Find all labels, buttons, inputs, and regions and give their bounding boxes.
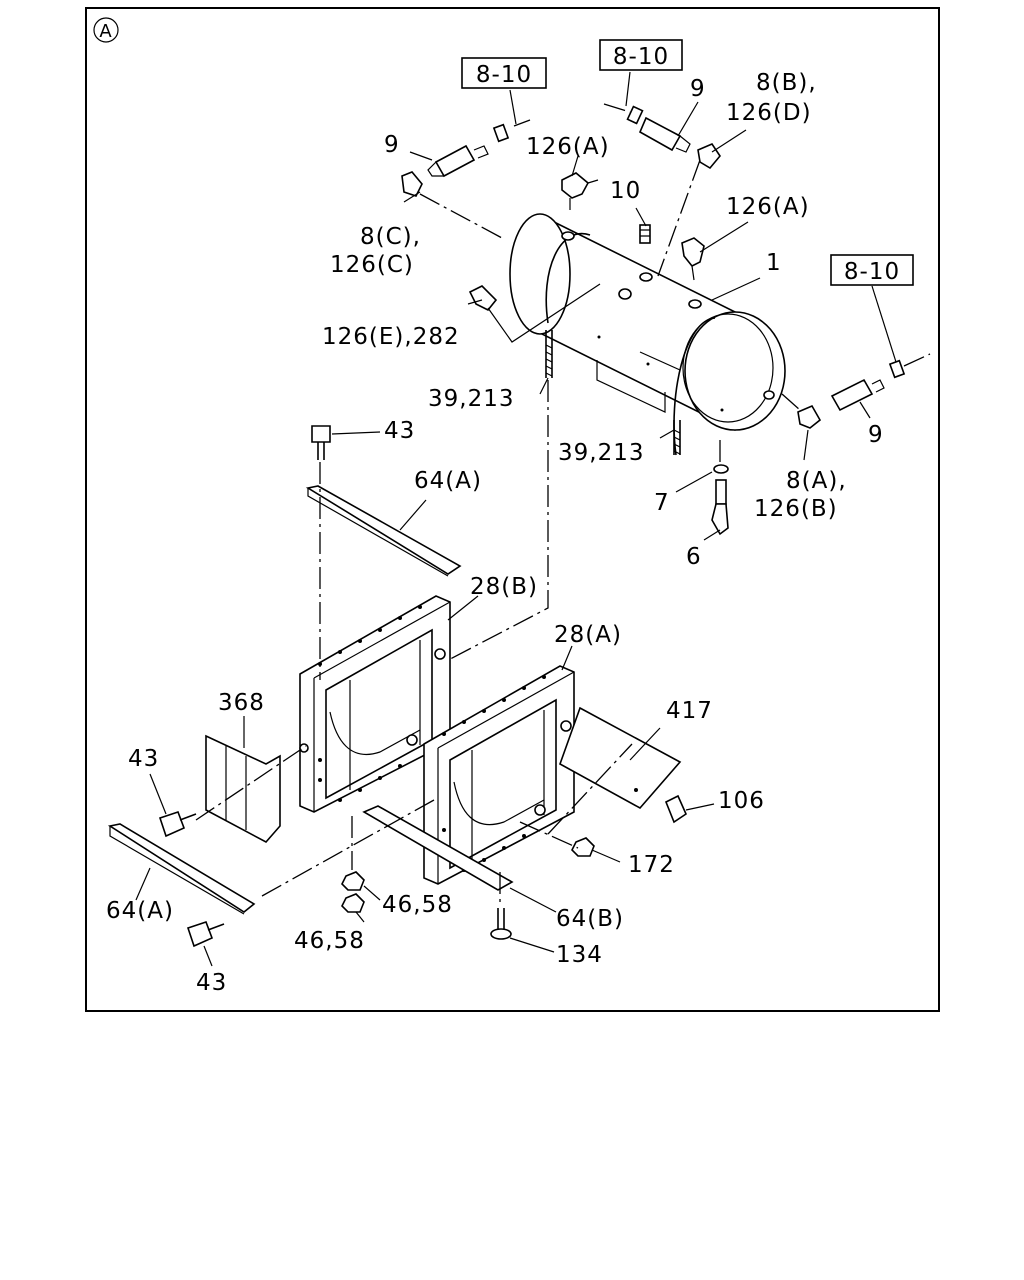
label-126a-mid: 126(A) [726, 194, 810, 220]
ref-box-1-text: 8-10 [476, 62, 532, 88]
fitting-elbow-126a-mid [681, 237, 705, 281]
label-9-left: 9 [384, 132, 400, 158]
ref-box-2: 8-10 [599, 39, 683, 71]
label-134: 134 [556, 942, 603, 968]
label-28b: 28(B) [470, 574, 538, 600]
sensor-9-top [626, 105, 691, 153]
bolt-43-mid [158, 810, 197, 838]
strip-64a-upper [305, 485, 462, 577]
strip-64b [362, 805, 514, 891]
label-8b: 8(B), [756, 70, 817, 96]
ref-box-1: 8-10 [461, 57, 547, 89]
label-172: 172 [628, 852, 675, 878]
label-39-213-lower: 39,213 [558, 440, 644, 466]
bolt-106 [664, 794, 688, 824]
sensor-9-left [427, 144, 489, 178]
label-28a: 28(A) [554, 622, 622, 648]
view-marker: A [93, 17, 119, 43]
sensor-9-right [830, 359, 906, 412]
label-43-bottom: 43 [196, 970, 227, 996]
nut-46-58-b [341, 893, 365, 913]
diagram-frame [85, 7, 940, 1012]
label-9-top: 9 [690, 76, 706, 102]
view-marker-letter: A [99, 21, 112, 42]
label-126a-top: 126(A) [526, 134, 610, 160]
fitting-8c-126c [401, 171, 423, 197]
label-39-213-upper: 39,213 [428, 386, 514, 412]
fitting-10 [639, 224, 651, 244]
bolt-134 [490, 908, 512, 940]
nut-172 [571, 837, 595, 857]
label-64a-upper: 64(A) [414, 468, 482, 494]
fitting-elbow-126a-top [561, 172, 599, 210]
label-8a: 8(A), [786, 468, 847, 494]
label-46-58-a: 46,58 [382, 892, 453, 918]
label-9-right: 9 [868, 422, 884, 448]
label-6: 6 [686, 544, 702, 570]
label-43-top: 43 [384, 418, 415, 444]
nut-46-58-a [341, 871, 365, 891]
bolt-43-bottom [186, 920, 225, 948]
fitting-8a-126b [797, 404, 822, 429]
label-64b: 64(B) [556, 906, 624, 932]
fitting-126e [468, 285, 498, 312]
plate-417 [559, 706, 682, 810]
ref-box-2-text: 8-10 [613, 44, 669, 70]
label-1: 1 [766, 250, 782, 276]
bolt-43-top [311, 425, 331, 460]
label-64a-lower: 64(A) [106, 898, 174, 924]
fitting-8b-126d [697, 143, 721, 170]
label-8c: 8(C), [360, 224, 421, 250]
drain-valve-6 [711, 464, 729, 536]
label-126e-282: 126(E),282 [322, 324, 460, 350]
plug-left [492, 123, 510, 143]
label-126c: 126(C) [330, 252, 414, 278]
label-7: 7 [654, 490, 670, 516]
ref-box-3: 8-10 [830, 254, 914, 286]
air-tank [509, 213, 786, 456]
label-43-mid: 43 [128, 746, 159, 772]
ref-box-3-text: 8-10 [844, 259, 900, 285]
label-368: 368 [218, 690, 265, 716]
label-46-58-b: 46,58 [294, 928, 365, 954]
strip-64a-lower [107, 823, 256, 915]
label-126d: 126(D) [726, 100, 812, 126]
label-417: 417 [666, 698, 713, 724]
label-106: 106 [718, 788, 765, 814]
label-126b: 126(B) [754, 496, 838, 522]
label-10: 10 [610, 178, 641, 204]
